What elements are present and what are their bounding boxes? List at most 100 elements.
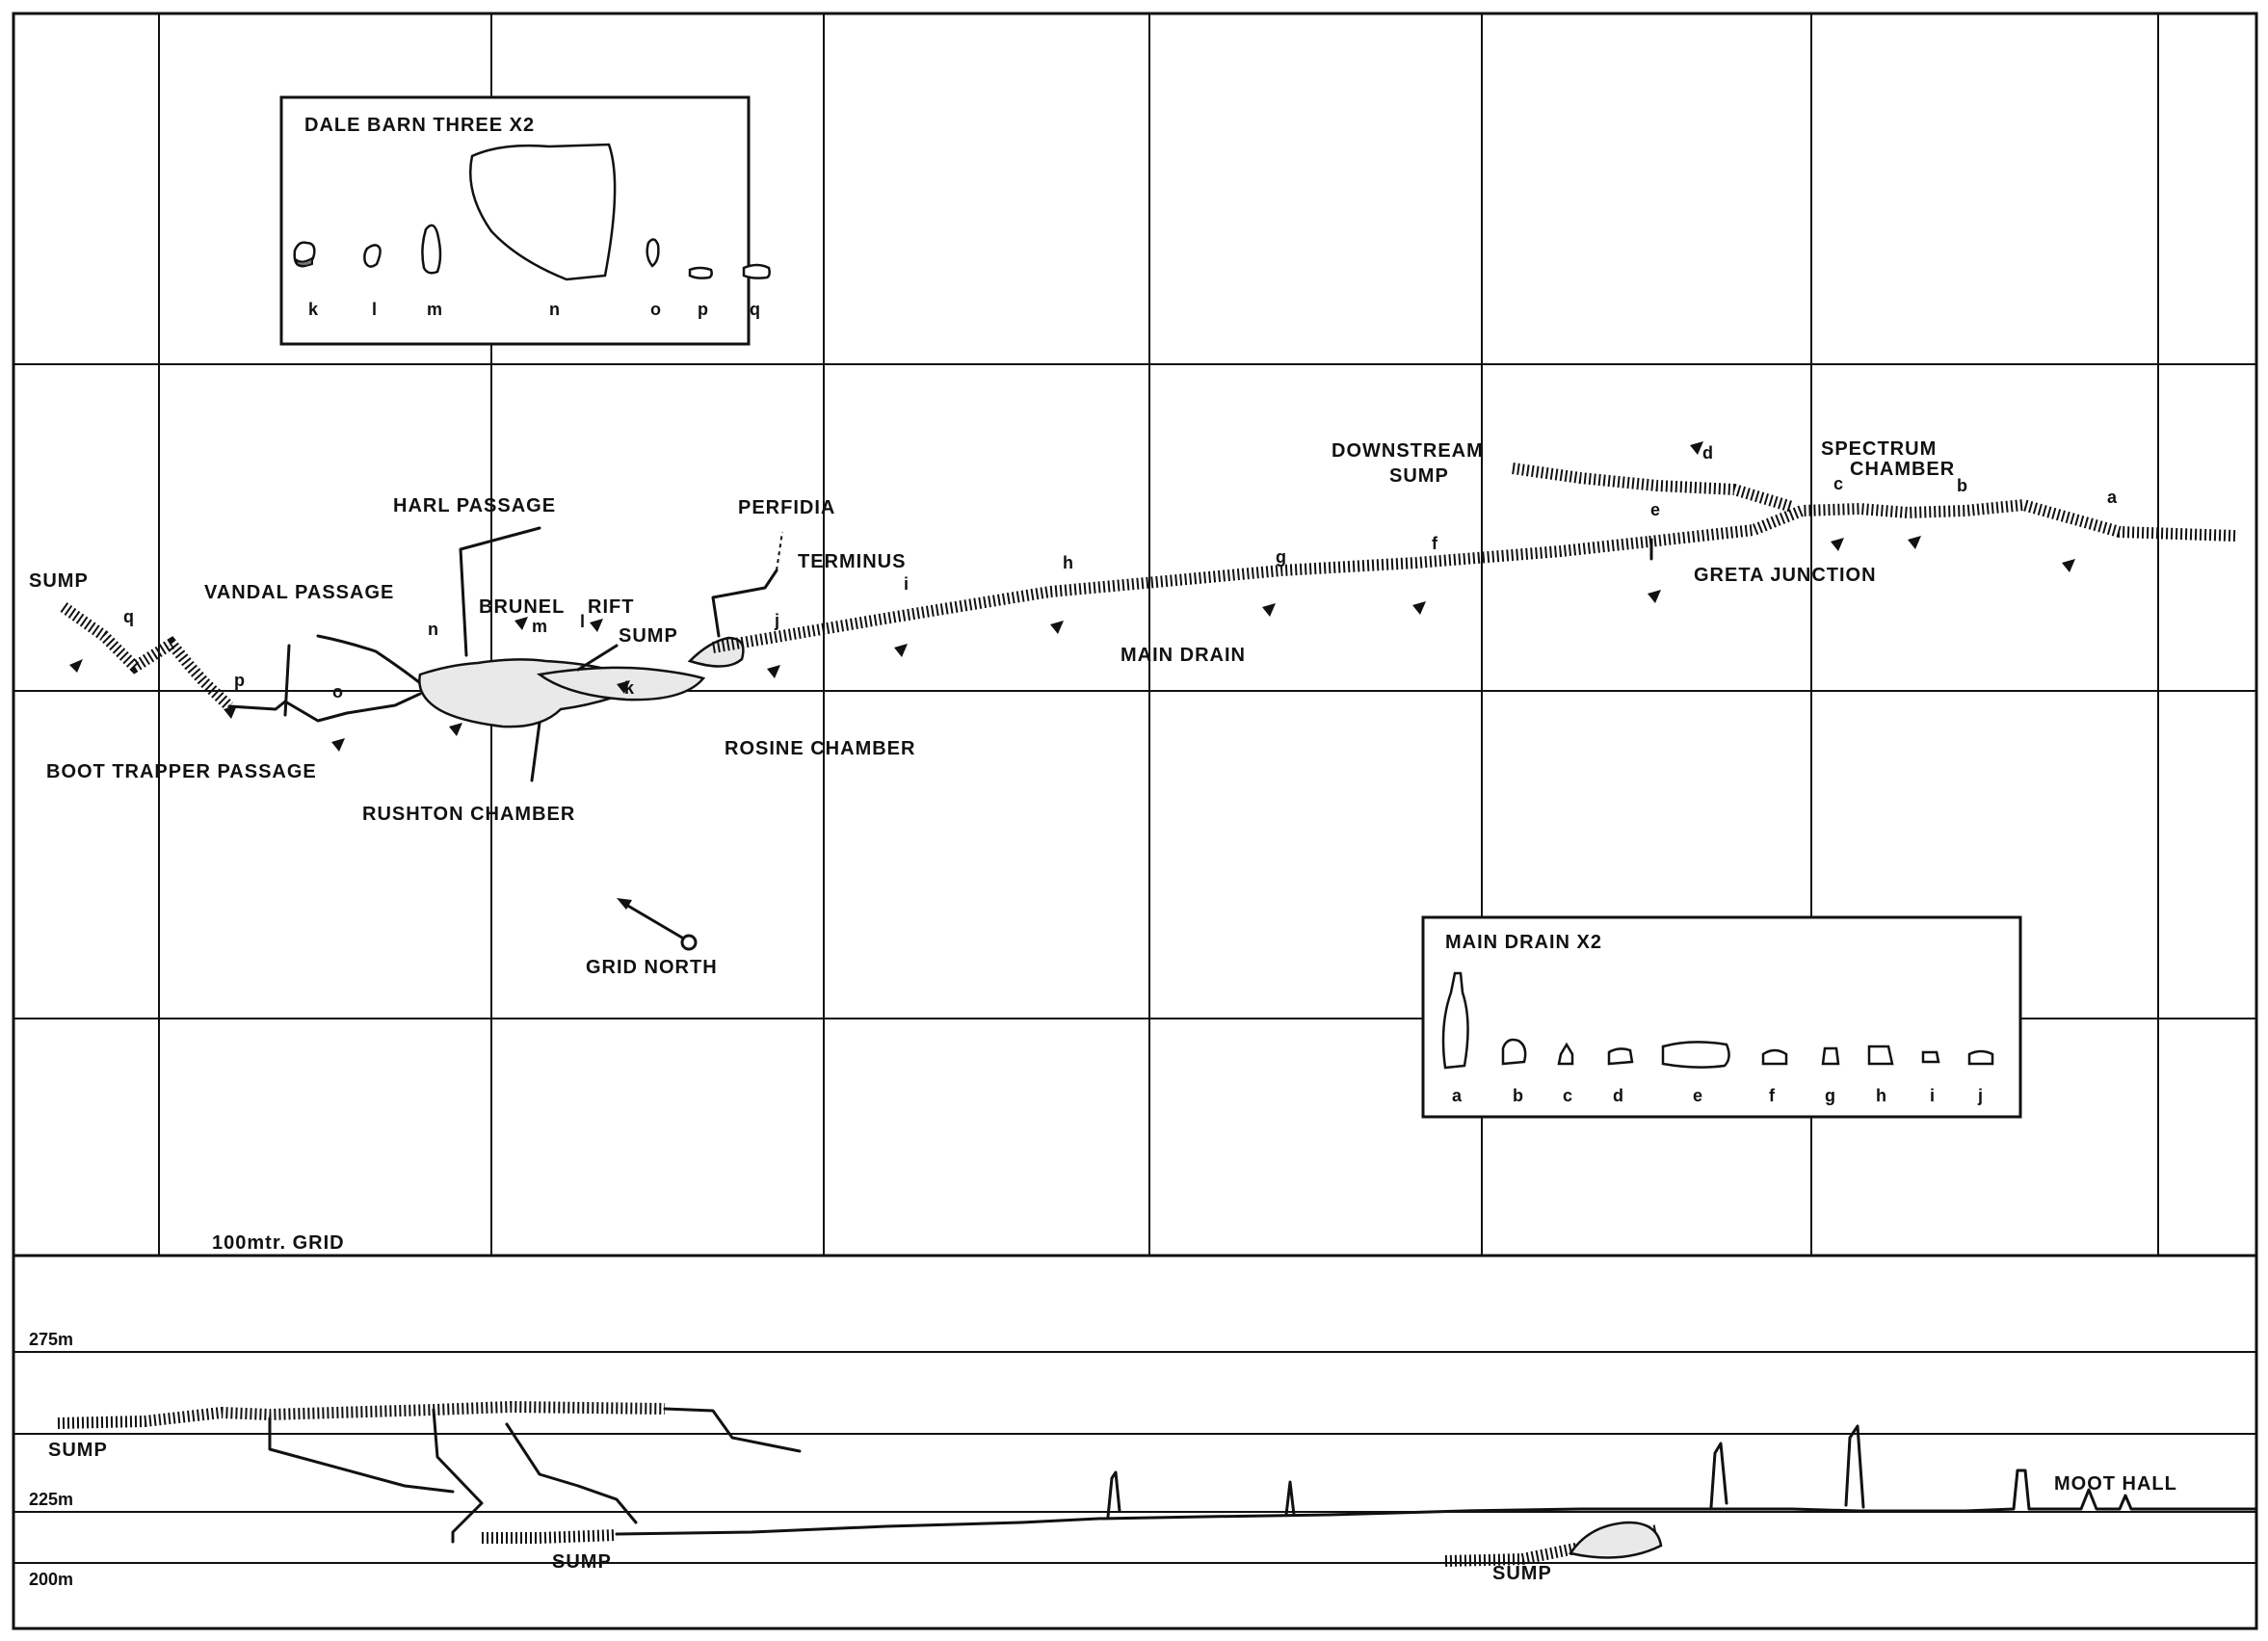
plan-letter-i: i (904, 574, 909, 594)
plan-letter-d: d (1702, 443, 1713, 463)
elevation-aven-3 (1709, 1442, 1728, 1509)
marker-g (1262, 603, 1276, 617)
label-boot-trapper-passage: BOOT TRAPPER PASSAGE (46, 761, 317, 782)
xs-j-shape (1967, 1049, 1994, 1066)
marker-n (449, 723, 462, 736)
downstream-sump-passage (1512, 463, 1794, 513)
inset-letter-i: i (1930, 1086, 1935, 1105)
elevation-label-sump-mid: SUMP (552, 1551, 612, 1573)
xs-n-shape (468, 143, 617, 281)
label-brunel: BRUNEL (479, 596, 565, 618)
elevation-label-sump-west: SUMP (48, 1440, 108, 1461)
elevation-sump-east-pool (1568, 1521, 1663, 1559)
marker-j (767, 665, 780, 678)
inset-letter-p: p (698, 300, 708, 319)
label-vandal-passage: VANDAL PASSAGE (204, 582, 394, 603)
elevation-main-drain (615, 1507, 1861, 1536)
marker-f (1412, 601, 1426, 615)
plan-letter-h: h (1063, 553, 1073, 572)
marker-e (1648, 590, 1661, 603)
marker-l (590, 619, 603, 632)
perfidia-passage (711, 569, 778, 638)
inset-dale-barn-three: DALE BARN THREE X2 k l m n o p q (279, 95, 771, 346)
rift-passage (576, 644, 619, 672)
boot-trapper-passage (227, 692, 422, 723)
label-spectrum: SPECTRUM (1821, 438, 1937, 460)
level-label-275: 275m (29, 1330, 73, 1349)
plan-letter-f: f (1432, 534, 1438, 553)
plan-letter-m: m (532, 617, 547, 636)
dale-barn-letters: k l m n o p q (308, 300, 760, 319)
perfidia-dashed (776, 531, 783, 571)
inset-letter-c: c (1563, 1086, 1572, 1105)
inset-letter-a: a (1452, 1086, 1463, 1105)
marker-m (514, 617, 528, 630)
elevation-section: 275m 225m 200m SUMP SUMP SUMP MOOT HALL (13, 1330, 2258, 1589)
marker-b (1908, 536, 1921, 549)
xs-c-shape (1557, 1042, 1574, 1066)
inset-letter-g: g (1825, 1086, 1835, 1105)
label-perfidia: PERFIDIA (738, 497, 835, 518)
inset-title-main-drain: MAIN DRAIN X2 (1445, 932, 1602, 953)
elevation-sump-mid-hatch (482, 1529, 618, 1544)
level-label-225: 225m (29, 1490, 73, 1509)
label-greta-junction: GRETA JUNCTION (1694, 565, 1877, 586)
plan-letter-p: p (234, 671, 245, 690)
label-main-drain: MAIN DRAIN (1121, 645, 1246, 666)
xs-a-shape (1441, 971, 1469, 1070)
xs-o-shape (646, 238, 660, 268)
label-sump-west: SUMP (29, 570, 89, 592)
label-harl-passage: HARL PASSAGE (393, 495, 556, 516)
plan-letter-e: e (1650, 500, 1660, 519)
marker-q (69, 659, 83, 673)
elevation-label-sump-east: SUMP (1492, 1563, 1552, 1584)
main-drain-passage (712, 536, 1650, 653)
inset-letter-d: d (1613, 1086, 1623, 1105)
plan-letter-g: g (1276, 547, 1286, 567)
grid-north-arrow (617, 898, 698, 951)
xs-h-shape (1867, 1045, 1894, 1066)
plan-letter-k: k (624, 678, 635, 698)
plan-letter-a: a (2107, 488, 2118, 507)
elevation-aven-1 (1106, 1470, 1121, 1519)
marker-p (224, 705, 237, 719)
plan-letter-j: j (774, 611, 779, 630)
elevation-descent-rift (505, 1422, 638, 1524)
plan-letter-o: o (332, 682, 343, 701)
harl-passage (459, 526, 541, 657)
section-markers (69, 441, 2075, 752)
inset-letter-b: b (1513, 1086, 1523, 1105)
elevation-moot-hall-section (1858, 1469, 2258, 1513)
passage-spur-vandal (283, 644, 291, 717)
marker-d (1690, 441, 1703, 455)
passage-west-sump (60, 602, 234, 711)
plan-place-labels: SUMP VANDAL PASSAGE HARL PASSAGE PERFIDI… (29, 438, 1955, 1254)
xs-p-shape (688, 266, 713, 279)
marker-h (1050, 621, 1064, 634)
inset-letter-n: n (549, 300, 560, 319)
xs-d-shape (1607, 1047, 1634, 1066)
xs-q-shape (742, 263, 771, 279)
label-rosine-chamber: ROSINE CHAMBER (725, 738, 915, 759)
elevation-terminus (663, 1407, 802, 1453)
elevation-descent-west (268, 1416, 455, 1494)
xs-e-shape (1661, 1041, 1730, 1069)
inset-letter-k: k (308, 300, 319, 319)
elevation-upper-passage (57, 1400, 666, 1429)
marker-o (331, 738, 345, 752)
main-drain-letters: a b c d e f g h i j (1452, 1086, 1983, 1105)
rushton-south-passage (530, 721, 541, 782)
vandal-passage (316, 634, 426, 688)
marker-k (617, 680, 630, 694)
marker-c (1831, 538, 1844, 551)
label-chamber: CHAMBER (1850, 459, 1955, 480)
plan-letter-n: n (428, 620, 438, 639)
label-rift: RIFT (588, 596, 634, 618)
inset-letter-q: q (750, 300, 760, 319)
xs-g-shape (1821, 1046, 1840, 1066)
label-downstream-sump: SUMP (1389, 465, 1449, 487)
xs-l-shape (363, 244, 382, 268)
xs-m-shape (421, 224, 442, 275)
plan-letter-q: q (123, 607, 134, 626)
